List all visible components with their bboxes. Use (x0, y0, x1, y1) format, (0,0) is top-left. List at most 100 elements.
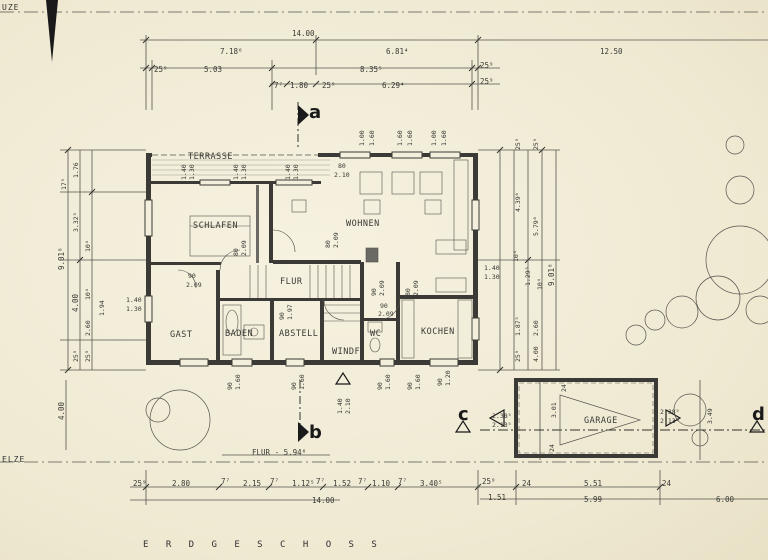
dim-w8: 1.30 (188, 164, 196, 180)
drawing-title: E R D G E S C H O S S (143, 540, 383, 550)
dim-w4: 1.60 (406, 130, 414, 146)
dimension-ticks (64, 36, 664, 491)
dim-l4: 9.01⁸ (57, 247, 66, 270)
house-walls (146, 153, 478, 365)
dim-top-total: 14.00 (292, 29, 315, 38)
dim-w32: 1.60 (234, 374, 242, 390)
dim-w16: 2.09 (332, 232, 340, 248)
dim-w43: 2.38⁵ (660, 408, 680, 416)
dim-l10: 25⁹ (72, 350, 80, 362)
room-gast: GAST (170, 330, 192, 340)
dim-w30: 2.10 (344, 398, 352, 414)
garage (514, 378, 658, 458)
room-terrasse: TERRASSE (188, 152, 233, 162)
room-flur: FLUR (280, 277, 303, 287)
dim-l6: 10⁴ (84, 288, 92, 300)
dim-l13: 1.40 (126, 296, 142, 304)
dim-r17: 24 (560, 384, 568, 392)
section-b: b (309, 422, 322, 443)
dim-b9: 7⁷ (358, 477, 367, 486)
dim-r3-3: 25⁹ (322, 81, 336, 90)
dim-l8: 4.00 (71, 293, 80, 312)
dim-bottom-total: 14.00 (312, 496, 335, 505)
room-baden: BADEN (225, 329, 253, 339)
section-d: d (752, 404, 765, 425)
section-a: a (309, 102, 321, 123)
dim-r3-2: 1.80 (290, 81, 309, 90)
dim-w3: 1.60 (396, 130, 404, 146)
dim-r3-5: 25⁹ (480, 77, 494, 86)
room-wohnen: WOHNEN (346, 219, 380, 229)
dim-r12: 1.87⁵ (514, 316, 522, 336)
dim-l5: 10⁴ (84, 240, 92, 252)
dim-l7: 1.94 (98, 300, 106, 316)
dim-r2-3: 8.35⁵ (360, 65, 383, 74)
right-dimensions: 25⁹ 25⁹ 4.39⁶ 5.79⁶ 9.01⁸ 10⁴ 1.29⁵ 10⁴ … (484, 138, 714, 452)
north-arrow-icon (46, 0, 58, 62)
dim-b8: 1.52 (333, 479, 351, 488)
dim-b4: 2.15 (243, 479, 261, 488)
room-garage: GARAGE (584, 416, 618, 426)
dim-w40: 1.20 (444, 370, 452, 386)
dim-w31: 90 (226, 382, 234, 390)
dim-b1: 25⁹ (133, 479, 147, 488)
dim-r3-1: 7⁷ (274, 81, 283, 90)
dim-w22: 2.09 (378, 280, 386, 296)
dim-r2-4: 25⁹ (480, 61, 494, 70)
dim-b2: 2.80 (172, 479, 191, 488)
dim-l9: 2.60 (84, 320, 92, 336)
top-dimensions: 14.00 7.18⁶ 6.81⁴ 12.50 25⁹ 5.03 8.35⁵ 2… (154, 29, 623, 90)
opening-dimensions: 1.00 1.60 1.60 1.60 1.00 1.60 1.40 1.30 … (180, 130, 680, 429)
section-markers (298, 105, 766, 442)
dim-g1: 1.51 (488, 493, 506, 502)
dim-b7: 7⁷ (316, 477, 325, 486)
dim-w7: 1.40 (180, 164, 188, 180)
dim-w35: 90 (376, 382, 384, 390)
dim-w39: 90 (436, 378, 444, 386)
dim-w25: 90 (380, 302, 388, 310)
room-schlafen: SCHLAFEN (193, 221, 238, 231)
dim-w13: 80 (338, 162, 346, 170)
dim-l12: 4.00 (57, 401, 66, 420)
dim-w27: 90 (278, 312, 286, 320)
dim-b5: 7⁷ (270, 477, 279, 486)
dim-w29: 1.40 (336, 398, 344, 414)
dim-top-right: 6.81⁴ (386, 47, 409, 56)
dim-plot: 12.50 (600, 47, 623, 56)
dim-w10: 1.30 (240, 164, 248, 180)
corner-label-top-left: UZE (2, 3, 20, 12)
section-letters: a b c d (309, 102, 765, 443)
room-abstell: ABSTELL (279, 329, 318, 339)
dim-w38: 1.60 (414, 374, 422, 390)
dim-w28: 1.97 (286, 304, 294, 320)
section-c: c (458, 404, 469, 425)
dim-b3: 7⁷ (221, 477, 230, 486)
dim-w2: 1.60 (368, 130, 376, 146)
dim-w44: 2.13⁵ (660, 417, 680, 425)
dim-r2-2: 5.03 (204, 65, 222, 74)
room-kochen: KOCHEN (421, 327, 455, 337)
dim-w20: 2.09 (240, 240, 248, 256)
dim-b6: 1.12⁵ (292, 479, 315, 488)
dim-w41: 2.38⁵ (492, 412, 512, 420)
dim-g3: 5.51 (584, 479, 602, 488)
dim-r11: 25⁹ (514, 350, 522, 362)
dim-w1: 1.00 (358, 130, 366, 146)
dim-w36: 1.60 (384, 374, 392, 390)
dim-w33: 90 (290, 382, 298, 390)
dim-r18: 24 (548, 444, 556, 452)
dim-r5: 9.01⁸ (547, 263, 556, 286)
dim-r2-1: 25⁹ (154, 65, 168, 74)
room-labels: TERRASSE SCHLAFEN WOHNEN FLUR GAST BADEN… (170, 152, 618, 426)
dim-l14: 1.30 (126, 305, 142, 313)
trees (145, 135, 768, 451)
dim-w24: 2.09 (412, 280, 420, 296)
dim-l2: 1.76 (72, 162, 80, 178)
dim-r7: 1.29⁵ (524, 266, 532, 286)
fixtures (177, 159, 473, 359)
bottom-dimensions: FLUR - 5.94⁶ 25⁹ 2.80 7⁷ 2.15 7⁷ 1.12⁵ 7… (133, 448, 735, 505)
dim-w15: 80 (324, 240, 332, 248)
dim-r9: 1.40 (484, 264, 500, 272)
